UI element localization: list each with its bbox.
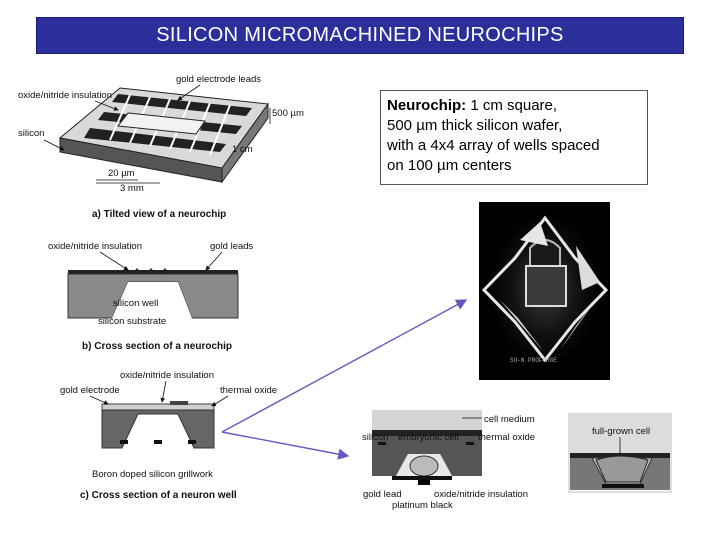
title-bar: SILICON MICROMACHINED NEUROCHIPS xyxy=(36,17,684,54)
figure-c-well-cross-section: oxide/nitride insulation gold electrode … xyxy=(60,370,277,501)
label-gold-electrode-leads: gold electrode leads xyxy=(176,74,261,85)
label-gold-electrode: gold electrode xyxy=(60,385,120,396)
label-silicon-a: silicon xyxy=(18,128,44,139)
label-insulation-c: oxide/nitride insulation xyxy=(120,370,214,381)
sem-photo: SU-N PROFORGE xyxy=(479,202,610,380)
label-cell-medium: cell medium xyxy=(484,414,535,425)
label-insulation-a: oxide/nitride insulation xyxy=(18,90,112,101)
label-3mm: 3 mm xyxy=(120,183,144,194)
label-thermal-oxide-c: thermal oxide xyxy=(220,385,277,396)
caption-b: b) Cross section of a neurochip xyxy=(82,341,232,352)
figure-b-chip-cross-section: oxide/nitride insulation gold leads sili… xyxy=(48,241,254,352)
label-insulation-d: oxide/nitride insulation xyxy=(434,489,528,500)
info-heading: Neurochip: xyxy=(387,97,467,114)
figure-a-tilted-chip: gold electrode leads oxide/nitride insul… xyxy=(18,74,304,220)
label-500um: 500 µm xyxy=(272,108,304,119)
label-1cm: 1 cm xyxy=(232,144,253,155)
label-full-grown-cell: full-grown cell xyxy=(592,426,650,437)
figure-e-full-grown-cell: full-grown cell xyxy=(568,413,672,493)
info-box: Neurochip: 1 cm square, 500 µm thick sil… xyxy=(380,90,648,185)
label-insulation-b: oxide/nitride insulation xyxy=(48,241,142,252)
label-embryonic-cell: embryonic cell xyxy=(398,432,459,443)
photo-scale-text: SU-N PROFORGE xyxy=(510,357,557,364)
caption-c: c) Cross section of a neuron well xyxy=(80,490,237,501)
label-platinum-black: platinum black xyxy=(392,500,453,511)
label-20um: 20 µm xyxy=(108,168,135,179)
caption-a: a) Tilted view of a neurochip xyxy=(92,209,226,220)
label-silicon-d: silicon xyxy=(362,432,388,443)
arrow-to-well-detail xyxy=(221,431,350,460)
label-gold-leads: gold leads xyxy=(210,241,254,252)
info-line-4: on 100 µm centers xyxy=(387,157,512,174)
info-line-2: 500 µm thick silicon wafer, xyxy=(387,117,563,134)
label-silicon-substrate: silicon substrate xyxy=(98,316,166,327)
label-silicon-well: silicon well xyxy=(113,298,158,309)
arrow-to-photo xyxy=(221,299,468,433)
label-boron-grillwork: Boron doped silicon grillwork xyxy=(92,469,213,480)
figure-d-embryonic-cell: cell medium silicon embryonic cell therm… xyxy=(362,410,535,511)
info-line-3: with a 4x4 array of wells spaced xyxy=(387,137,600,154)
info-line-1: 1 cm square, xyxy=(466,97,558,114)
label-gold-lead: gold lead xyxy=(363,489,402,500)
page-title: SILICON MICROMACHINED NEUROCHIPS xyxy=(156,24,564,46)
label-thermal-oxide-d: thermal oxide xyxy=(478,432,535,443)
